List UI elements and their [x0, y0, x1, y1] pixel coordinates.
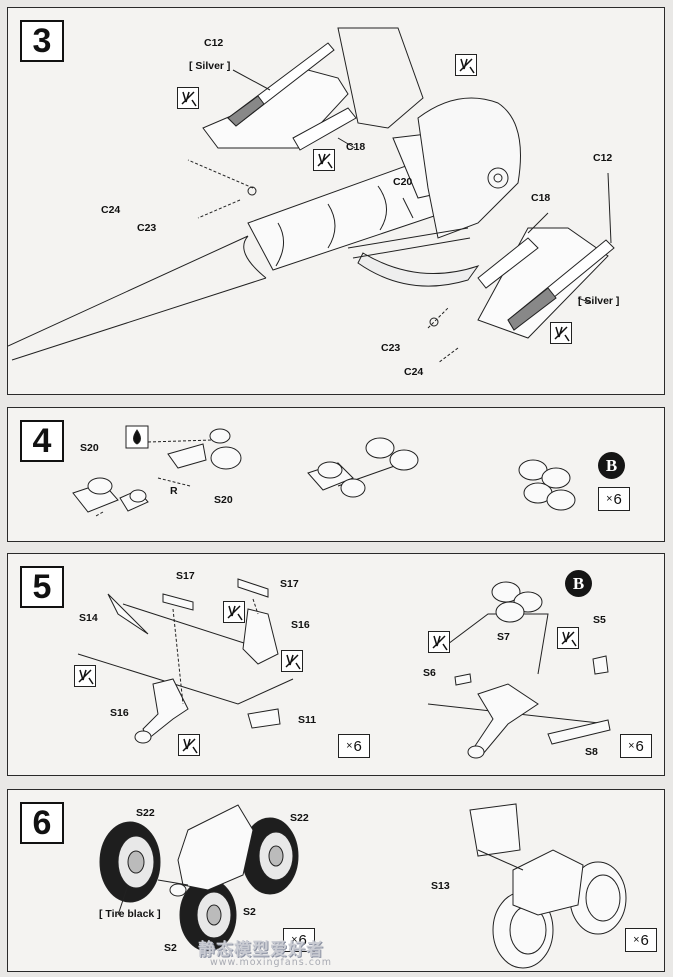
watermark-url: www.moxingfans.com [210, 957, 332, 968]
label-s20-left: S20 [80, 442, 99, 454]
silver-hatch-left [227, 95, 265, 127]
callout-left [202, 69, 349, 149]
multiplier-value: 6 [353, 737, 362, 755]
glue-not-needed-icon [281, 650, 303, 672]
step-3-panel: 3 C12 [7, 7, 665, 395]
multiplier-value: 6 [640, 931, 649, 949]
label-c24-left: C24 [101, 204, 121, 216]
multiplier-symbol: × [346, 740, 353, 752]
wheel-assembly-drawing [99, 803, 627, 969]
multiplier-symbol: × [628, 740, 635, 752]
step-4-panel: 4 S20 R S20 B ×6 [7, 407, 665, 542]
label-c18-right: C18 [531, 192, 551, 204]
badge-b-icon: B [565, 570, 592, 597]
label-s16-left: S16 [110, 707, 129, 719]
multiplier-value: 6 [635, 737, 644, 755]
part-c18-left [292, 107, 357, 151]
silver-hatch-right [507, 287, 557, 331]
label-s2-lower: S2 [164, 942, 177, 954]
callout-right [477, 227, 609, 339]
multiplier-badge: ×6 [598, 487, 630, 511]
step-6-panel: 6 S22 S22 [ Tire black ] S2 [7, 789, 665, 972]
label-c24-right: C24 [404, 366, 424, 378]
label-c18-left: C18 [346, 141, 366, 153]
label-s7: S7 [497, 631, 510, 643]
glue-not-needed-icon [557, 627, 579, 649]
label-s11: S11 [298, 714, 317, 726]
label-s22-right: S22 [290, 812, 309, 824]
step-5-panel: 5 S17 S17 S14 S16 S16 S11 ×6 B S7 [7, 553, 665, 776]
step-number: 4 [20, 420, 64, 462]
label-s14: S14 [79, 612, 98, 624]
label-s20-bottom: S20 [214, 494, 233, 506]
turntable [357, 252, 480, 287]
label-c20: C20 [393, 176, 413, 188]
glue-not-needed-icon [178, 734, 200, 756]
label-c12-left: C12 [204, 37, 224, 49]
label-c12-right: C12 [593, 152, 613, 164]
step-number: 3 [20, 20, 64, 62]
breech-mount [417, 97, 521, 239]
step-number: 6 [20, 802, 64, 844]
label-r: R [170, 485, 178, 497]
label-silver-right: [ Silver ] [578, 295, 620, 307]
multiplier-symbol: × [291, 934, 298, 946]
multiplier-badge: ×6 [338, 734, 370, 758]
gun-barrel-assembly-drawing [8, 27, 615, 364]
paint-drop-icon [133, 429, 141, 445]
label-c23-right: C23 [381, 342, 401, 354]
multiplier-badge: ×6 [283, 928, 315, 952]
label-silver-left: [ Silver ] [189, 60, 231, 72]
multiplier-symbol: × [606, 493, 613, 505]
label-s16-right: S16 [291, 619, 310, 631]
multiplier-value: 6 [613, 490, 622, 508]
barrel [8, 235, 267, 361]
glue-not-needed-icon [455, 54, 477, 76]
glue-not-needed-icon [313, 149, 335, 171]
glue-not-needed-icon [550, 322, 572, 344]
label-tire-black: [ Tire black ] [99, 908, 161, 920]
label-s8: S8 [585, 746, 598, 758]
multiplier-badge: ×6 [620, 734, 652, 758]
part-c18-right [477, 237, 539, 289]
multiplier-value: 6 [298, 931, 307, 949]
step-number: 5 [20, 566, 64, 608]
suspension-hub-drawing [72, 425, 576, 517]
glue-not-needed-icon [223, 601, 245, 623]
label-s2-right: S2 [243, 906, 256, 918]
multiplier-symbol: × [633, 934, 640, 946]
glue-not-needed-icon [74, 665, 96, 687]
label-s13: S13 [431, 880, 450, 892]
multiplier-badge: ×6 [625, 928, 657, 952]
label-c23-left: C23 [137, 222, 157, 234]
label-s17-left: S17 [176, 570, 195, 582]
glue-not-needed-icon [177, 87, 199, 109]
watermark-site-name: 静态模型爱好者 [198, 940, 324, 960]
label-s22-left: S22 [136, 807, 155, 819]
label-s5: S5 [593, 614, 606, 626]
label-s6: S6 [423, 667, 436, 679]
glue-not-needed-icon [428, 631, 450, 653]
label-s17-right: S17 [280, 578, 299, 590]
badge-b-icon: B [598, 452, 625, 479]
suspension-arm-drawing [77, 578, 611, 759]
